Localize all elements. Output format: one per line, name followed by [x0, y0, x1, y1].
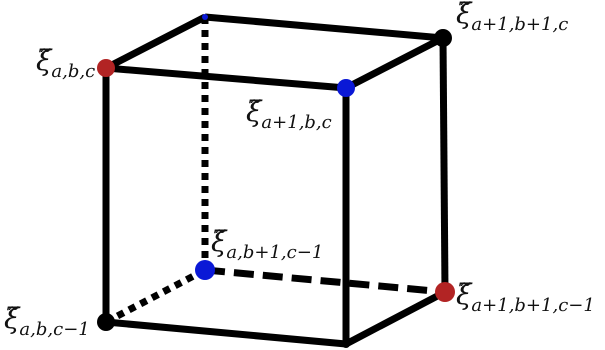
label-top-front-right: ξ̃a+1,b,c	[246, 95, 332, 133]
label-symbol: ξ̃	[211, 225, 228, 258]
label-symbol: ξ̃	[246, 95, 263, 128]
label-top-front-left: ξ̃a,b,c	[36, 44, 95, 82]
edge-bottom-front	[105, 318, 347, 348]
vertex-bottom-front-right	[342, 340, 350, 348]
edge-bottom-right	[344, 288, 447, 348]
label-subscript: a+1,b,c	[261, 112, 331, 133]
vertex-bottom-back-left	[195, 260, 215, 280]
label-subscript: a,b,c−1	[19, 319, 89, 340]
label-symbol: ξ̃	[4, 302, 21, 335]
label-top-back-right: ξ̃a+1,b+1,c	[456, 0, 568, 35]
label-subscript: a+1,b+1,c−1	[471, 295, 594, 316]
vertex-top-front-left	[97, 59, 115, 77]
vertex-top-back-right	[434, 29, 452, 47]
edge-back-right-vertical	[439, 37, 449, 293]
label-subscript: a,b+1,c−1	[226, 242, 323, 263]
label-subscript: a+1,b+1,c	[471, 14, 568, 35]
edge-top-right	[344, 34, 445, 92]
label-bottom-back-right: ξ̃a+1,b+1,c−1	[456, 278, 595, 316]
label-symbol: ξ̃	[456, 0, 473, 30]
edge-top-front	[105, 64, 347, 92]
edge-top-back	[204, 13, 444, 42]
edge-top-left	[104, 13, 207, 72]
vertex-bottom-front-left	[97, 313, 115, 331]
vertex-top-back-left	[202, 14, 208, 20]
label-subscript: a,b,c	[51, 61, 95, 82]
label-symbol: ξ̃	[36, 44, 53, 77]
edge-hidden-bottom-back	[204, 266, 446, 296]
label-bottom-front-left: ξ̃a,b,c−1	[4, 302, 90, 340]
edge-hidden-bottom-diagonal	[104, 266, 207, 326]
label-symbol: ξ̃	[456, 278, 473, 311]
label-bottom-back-left: ξ̃a,b+1,c−1	[211, 225, 323, 263]
vertex-top-front-right	[337, 79, 355, 97]
vertex-bottom-back-right	[435, 282, 455, 302]
